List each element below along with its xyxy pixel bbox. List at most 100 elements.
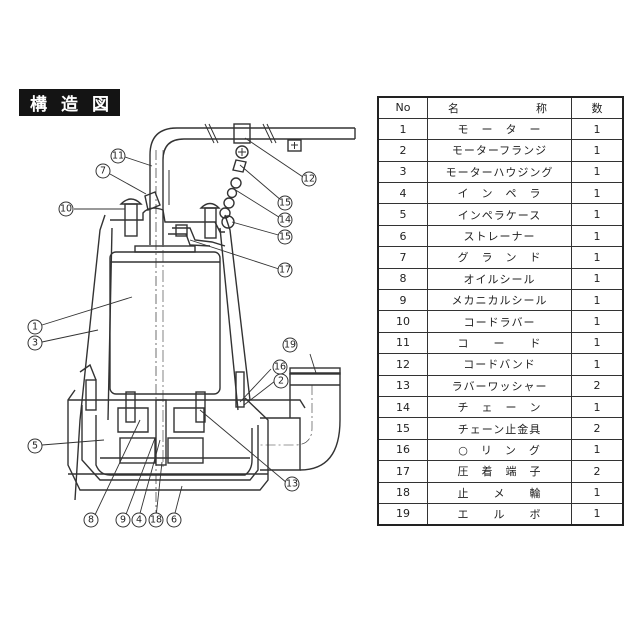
leader-15b xyxy=(231,221,283,237)
cell-name: コードバンド xyxy=(427,353,572,376)
cell-qty: 1 xyxy=(571,224,624,248)
cell-name: メカニカルシール xyxy=(427,289,572,312)
top-cover xyxy=(74,191,251,501)
svg-text:5: 5 xyxy=(32,441,38,452)
callout-4: 4 xyxy=(131,512,147,528)
svg-text:18: 18 xyxy=(150,515,162,526)
header-no: No xyxy=(377,96,429,119)
lower-casing xyxy=(67,363,306,491)
callout-2: 2 xyxy=(273,373,289,389)
cell-qty: 1 xyxy=(571,203,624,226)
leader-12 xyxy=(244,137,304,178)
cell-qty: 1 xyxy=(571,481,624,504)
svg-text:11: 11 xyxy=(112,151,124,162)
cell-name: ○ リ ン グ xyxy=(427,438,572,462)
leader-18 xyxy=(155,461,163,518)
svg-text:1: 1 xyxy=(32,322,38,333)
title-char-1: 構 xyxy=(30,95,47,115)
cell-no: 9 xyxy=(377,289,429,312)
svg-text:6: 6 xyxy=(171,515,177,526)
header-qty: 数 xyxy=(571,96,624,119)
callout-19: 19 xyxy=(282,337,298,353)
svg-text:16: 16 xyxy=(274,362,286,373)
callout-18: 18 xyxy=(148,512,164,528)
cell-name: モ ー タ ー xyxy=(427,117,572,141)
cell-qty: 1 xyxy=(571,160,624,184)
chain xyxy=(219,159,247,229)
callout-7: 7 xyxy=(95,163,111,179)
leader-lines xyxy=(41,137,317,518)
cell-no: 7 xyxy=(377,246,429,269)
leader-14 xyxy=(233,188,283,220)
svg-text:4: 4 xyxy=(136,515,142,526)
cell-name: モーターハウジング xyxy=(427,160,572,184)
cell-no: 15 xyxy=(377,417,429,440)
cell-qty: 1 xyxy=(571,246,624,269)
cell-no: 4 xyxy=(377,182,429,205)
cell-qty: 1 xyxy=(571,353,624,376)
cell-no: 1 xyxy=(377,117,429,141)
cell-name: 圧 着 端 子 xyxy=(427,460,572,483)
cell-qty: 2 xyxy=(571,460,624,483)
leader-7 xyxy=(109,173,147,195)
svg-text:2: 2 xyxy=(278,376,284,387)
callout-16: 16 xyxy=(272,359,288,375)
leader-4 xyxy=(138,439,161,518)
cell-no: 12 xyxy=(377,353,429,376)
svg-text:17: 17 xyxy=(279,265,291,276)
title-char-3: 図 xyxy=(92,95,109,115)
callout-17: 17 xyxy=(277,262,293,278)
cell-qty: 1 xyxy=(571,289,624,312)
svg-text:7: 7 xyxy=(100,166,106,177)
cell-qty: 1 xyxy=(571,182,624,205)
cell-no: 16 xyxy=(377,438,429,462)
cell-qty: 2 xyxy=(571,374,624,397)
leader-19 xyxy=(309,353,317,374)
svg-text:14: 14 xyxy=(279,215,291,226)
cell-qty: 1 xyxy=(571,438,624,462)
callout-6: 6 xyxy=(166,512,182,528)
cell-qty: 1 xyxy=(571,267,624,291)
cell-qty: 2 xyxy=(571,417,624,440)
leader-8 xyxy=(93,419,141,518)
callout-5: 5 xyxy=(27,438,43,454)
leader-17 xyxy=(189,239,283,271)
cell-name: インペラケース xyxy=(427,203,572,226)
callout-3: 3 xyxy=(27,335,43,351)
leader-13 xyxy=(199,409,288,484)
diagram-title: 構 造 図 xyxy=(19,89,120,116)
callout-14: 14 xyxy=(277,212,293,228)
svg-text:19: 19 xyxy=(284,340,296,351)
svg-text:12: 12 xyxy=(303,174,315,185)
cell-name: コ ー ド xyxy=(427,331,572,355)
cell-no: 18 xyxy=(377,481,429,504)
cord-band xyxy=(233,123,302,159)
cell-qty: 1 xyxy=(571,139,624,162)
cell-name: 止 メ 輪 xyxy=(427,481,572,504)
callout-15a: 15 xyxy=(277,195,293,211)
cell-name: チェーン止金具 xyxy=(427,417,572,440)
cell-no: 10 xyxy=(377,310,429,333)
cell-name: オイルシール xyxy=(427,267,572,291)
svg-text:15: 15 xyxy=(279,198,291,209)
header-name-left: 名 xyxy=(448,101,460,115)
cell-no: 13 xyxy=(377,374,429,397)
cell-no: 17 xyxy=(377,460,429,483)
callout-9: 9 xyxy=(115,512,131,528)
cell-no: 5 xyxy=(377,203,429,226)
